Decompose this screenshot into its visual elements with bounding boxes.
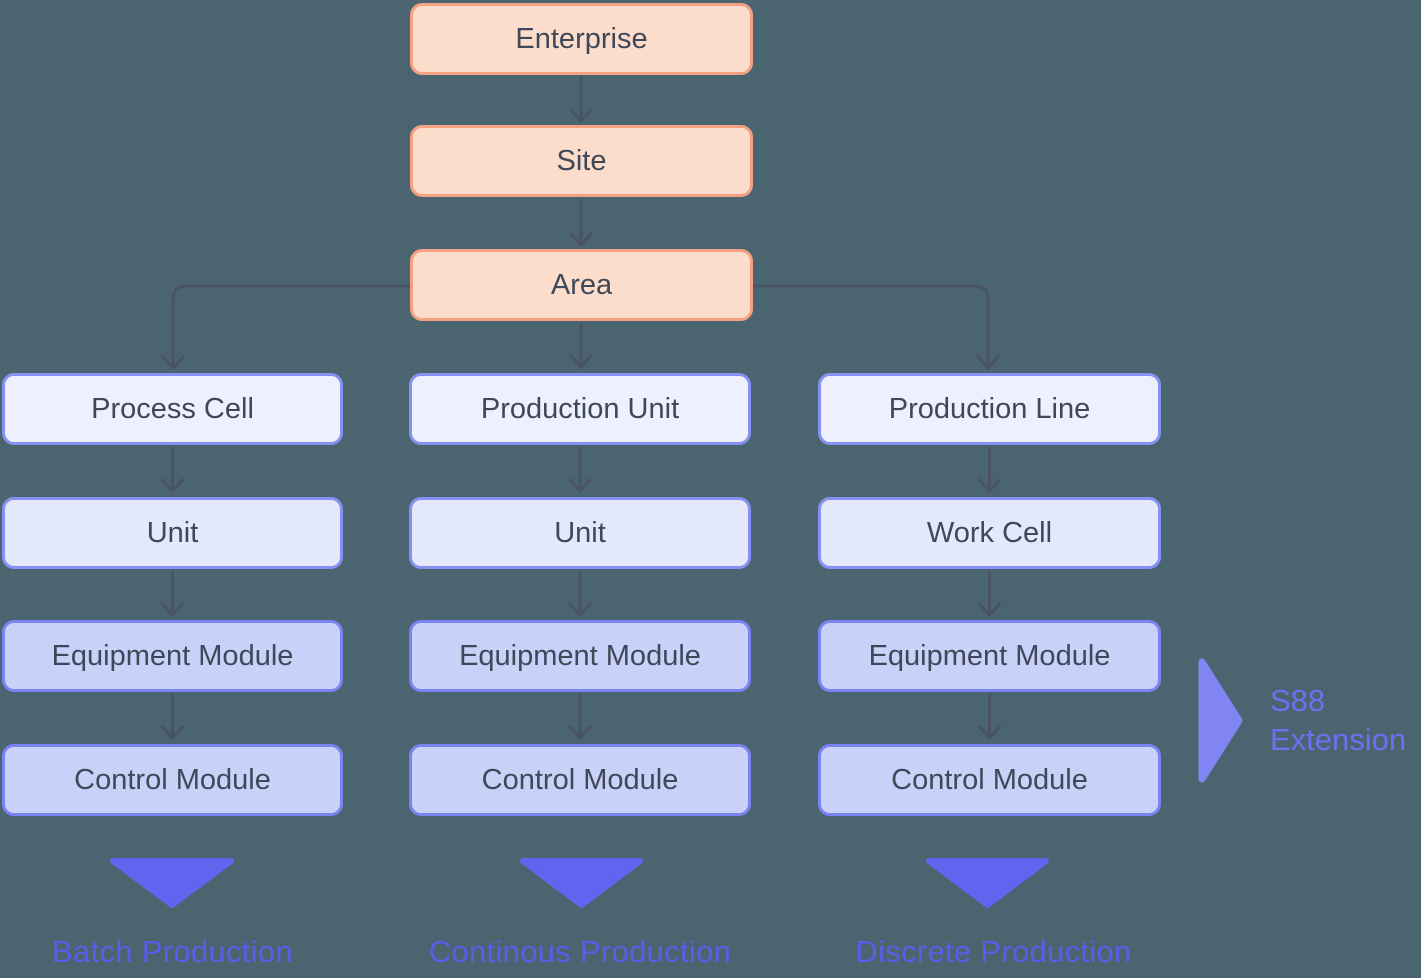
arrow-process-cell-unit xyxy=(161,446,184,493)
s88-extension-arrow-icon xyxy=(1198,658,1243,783)
label-discrete-production: Discrete Production xyxy=(855,934,1132,969)
arrow-equipment-control-continuous xyxy=(568,693,592,740)
node-control-module-batch: Control Module xyxy=(2,744,343,816)
arrow-unit-equipment-batch xyxy=(161,570,184,617)
node-site: Site xyxy=(410,125,753,197)
arrow-work-cell-equipment xyxy=(978,570,1001,617)
s88-extension-line2: Extension xyxy=(1270,722,1407,757)
node-control-module-continuous: Control Module xyxy=(409,744,751,816)
arrow-production-unit-unit xyxy=(568,446,592,493)
node-unit-continuous: Unit xyxy=(409,497,751,569)
node-equipment-module-discrete: Equipment Module xyxy=(818,620,1161,692)
arrow-unit-equipment-continuous xyxy=(568,570,592,617)
node-process-cell: Process Cell xyxy=(2,373,343,445)
down-triangle-icon-batch xyxy=(110,858,234,908)
label-batch-production: Batch Production xyxy=(52,934,293,969)
node-production-unit: Production Unit xyxy=(409,373,751,445)
node-equipment-module-batch: Equipment Module xyxy=(2,620,343,692)
label-continuous-production: Continous Production xyxy=(428,934,732,969)
node-enterprise: Enterprise xyxy=(410,3,753,75)
arrow-area-production-line xyxy=(751,284,1000,370)
arrow-area-process-cell xyxy=(161,284,412,370)
node-control-module-discrete: Control Module xyxy=(818,744,1161,816)
arrow-enterprise-site xyxy=(569,76,593,123)
node-production-line: Production Line xyxy=(818,373,1161,445)
arrow-equipment-control-batch xyxy=(161,693,184,740)
arrow-production-line-work-cell xyxy=(978,446,1001,493)
arrow-site-area xyxy=(569,198,593,247)
down-triangle-icon-continuous xyxy=(520,858,643,908)
down-triangle-icon-discrete xyxy=(926,858,1049,908)
node-area: Area xyxy=(410,249,753,321)
arrow-equipment-control-discrete xyxy=(978,693,1001,740)
s88-extension-line1: S88 xyxy=(1270,683,1326,718)
arrow-area-production-unit xyxy=(569,323,593,369)
node-unit-batch: Unit xyxy=(2,497,343,569)
node-equipment-module-continuous: Equipment Module xyxy=(409,620,751,692)
label-s88-extension: S88 Extension xyxy=(1270,681,1406,759)
node-work-cell: Work Cell xyxy=(818,497,1161,569)
